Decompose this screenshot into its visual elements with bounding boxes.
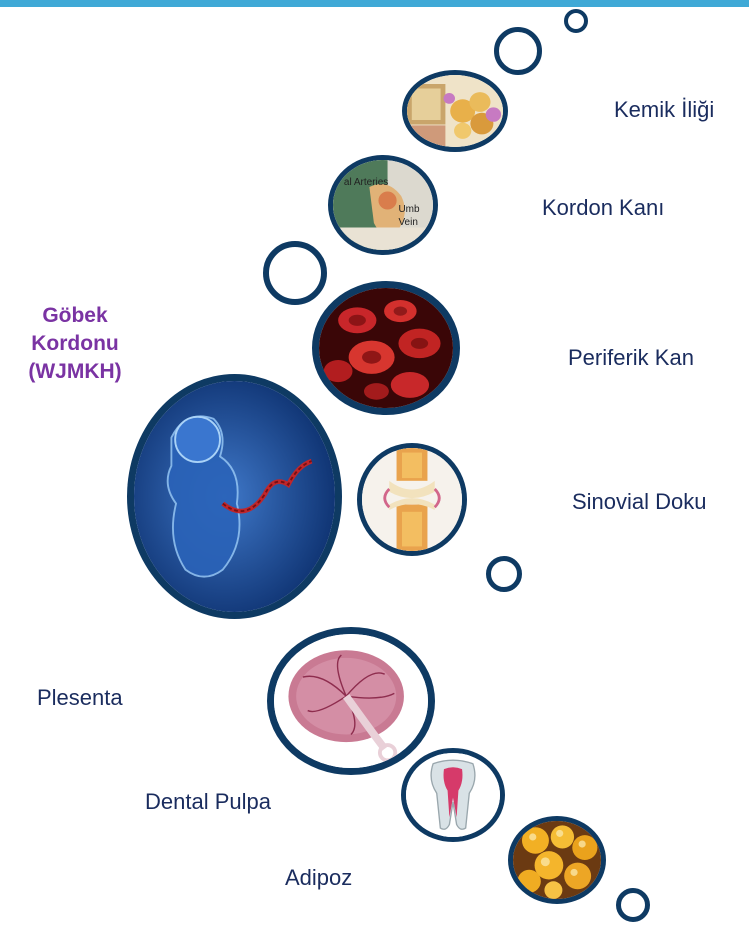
source-label-dental-pulp: Dental Pulpa [145,789,271,815]
source-label-bone-marrow: Kemik İliği [614,97,714,123]
decor-ring-1 [564,9,588,33]
bone-marrow-image [402,70,508,152]
source-label-cord-blood: Kordon Kanı [542,195,664,221]
red-blood-cells-image [312,281,460,415]
source-label-placenta: Plesenta [37,685,123,711]
source-label-peripheral-blood: Periferik Kan [568,345,694,371]
main-source-title-line1: Göbek [0,302,150,330]
main-source-title-line3: (WJMKH) [0,358,150,386]
decor-ring-3 [263,241,327,305]
cord-blood-image-text-arteries: al Arteries [344,177,388,188]
main-source-title-line2: Kordonu [0,330,150,358]
tooth-pulp-image [401,748,505,842]
cord-blood-image-text-vein: Vein [398,217,417,228]
adipose-cells-image [508,816,606,904]
decor-ring-4 [486,556,522,592]
decor-ring-5 [616,888,650,922]
joint-synovium-image [357,443,467,556]
main-source-title: Göbek Kordonu (WJMKH) [0,302,150,386]
decor-ring-2 [494,27,542,75]
top-accent-bar [0,0,749,7]
source-label-adipose: Adipoz [285,865,352,891]
source-label-synovial-tissue: Sinovial Doku [572,489,707,515]
cord-blood-image-text-umb: Umb [398,204,420,215]
placenta-image [267,627,435,775]
fetus-umbilical-cord-image [127,374,342,619]
cord-blood-image: al Arteries Umb Vein [328,155,438,255]
